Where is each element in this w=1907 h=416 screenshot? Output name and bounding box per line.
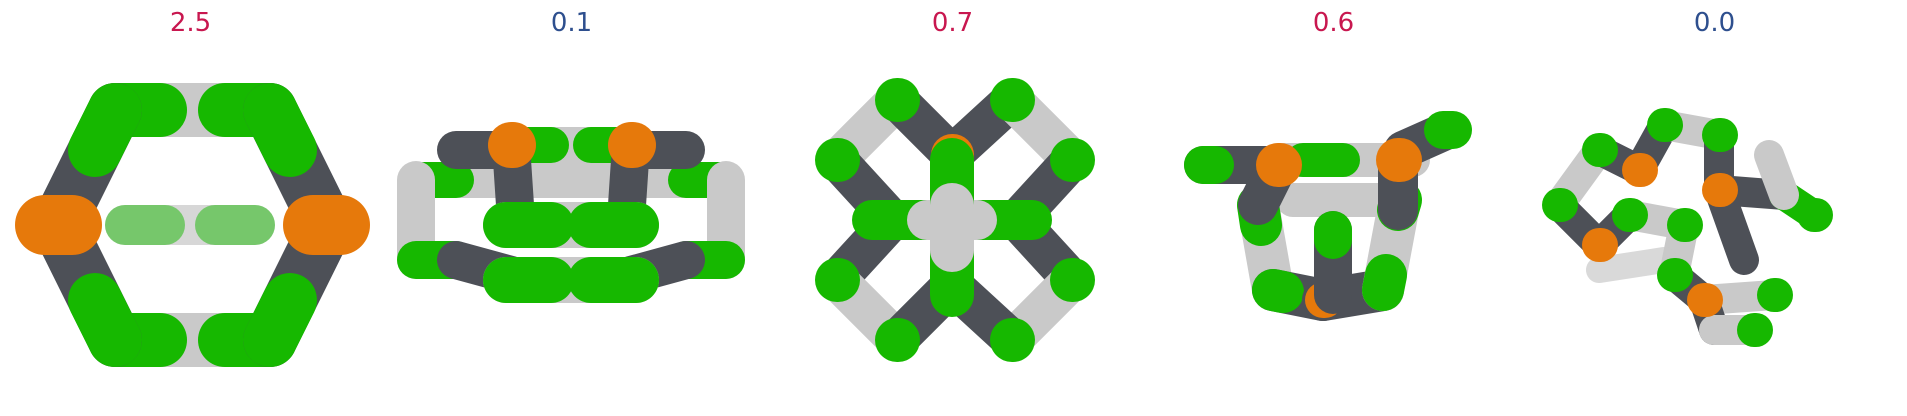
molecule-render <box>397 122 745 303</box>
score-label: 2.5 <box>169 8 212 38</box>
score-label: 0.7 <box>931 8 974 38</box>
score-label: 0.0 <box>1693 8 1736 38</box>
panel-1: 2.5 <box>0 0 381 416</box>
score-label: 0.1 <box>550 8 593 38</box>
panel-2: 0.1 <box>381 0 762 416</box>
panel-3: 0.7 <box>762 0 1143 416</box>
molecule-render <box>1542 108 1833 347</box>
molecule-render <box>1184 111 1472 321</box>
molecule-render <box>815 78 1095 362</box>
panel-5: 0.0 <box>1524 0 1905 416</box>
molecule-render <box>15 83 370 367</box>
score-label: 0.6 <box>1312 8 1355 38</box>
panel-4: 0.6 <box>1143 0 1524 416</box>
